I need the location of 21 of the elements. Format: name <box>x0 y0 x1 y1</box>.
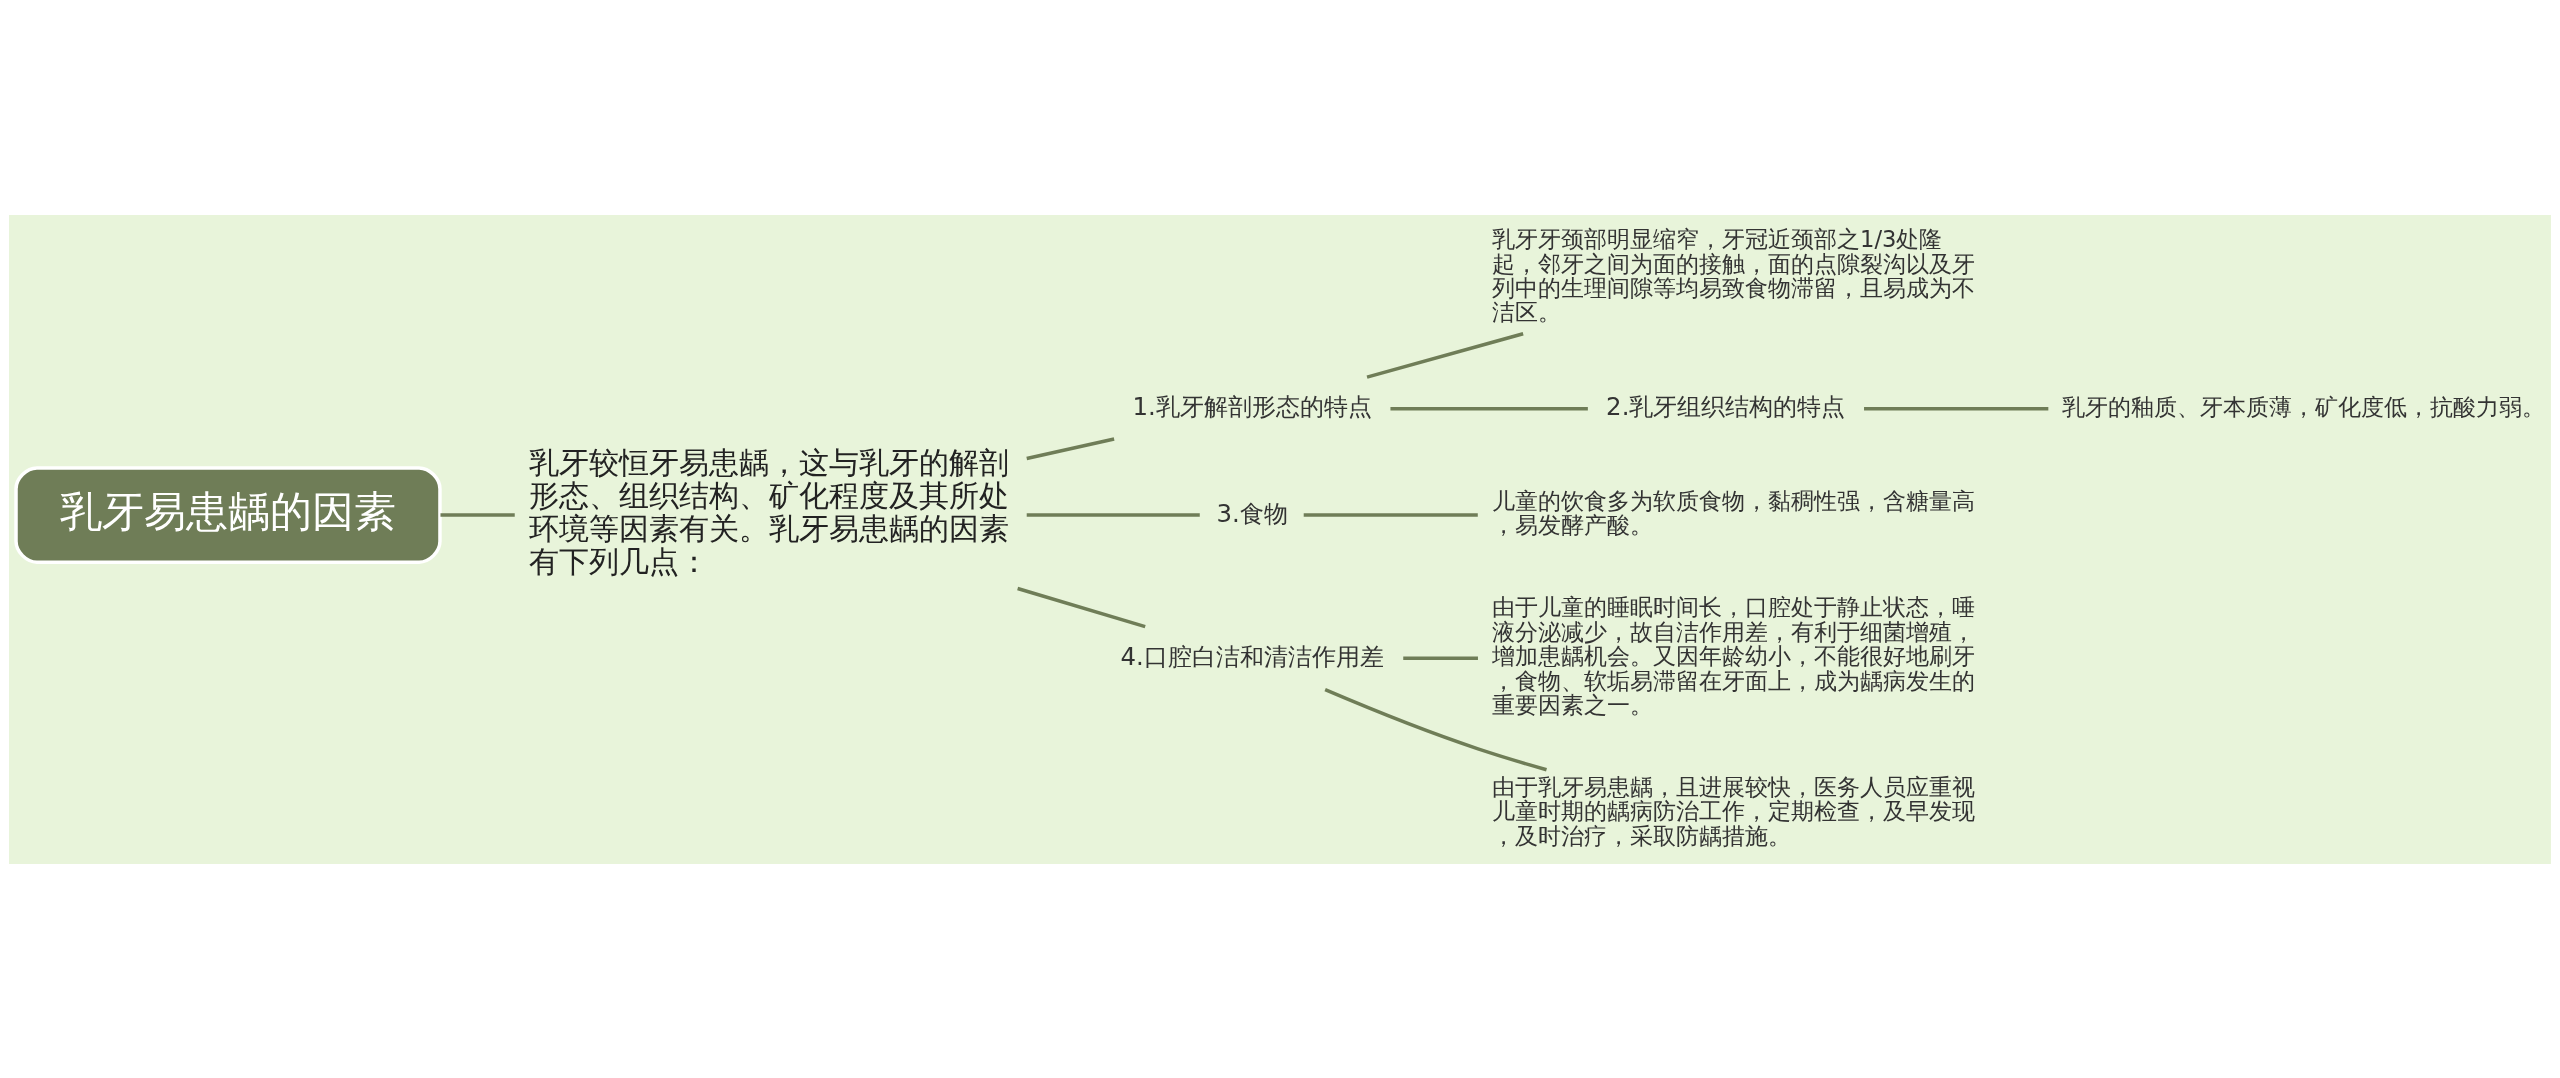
connector <box>440 512 515 517</box>
node-text: 乳牙牙颈部明显缩窄，牙冠近颈部之1/3处隆起，邻牙之间为面的接触，面的点隙裂沟以及牙列中的生理间隙等均易致食物滞留，且易成为不洁区。 <box>1491 225 1975 325</box>
node-text: 3.食物 <box>1216 498 1288 528</box>
node-text: 儿童的饮食多为软质食物，黏稠性强，含糖量高，易发酵产酸。 <box>1491 487 1975 538</box>
node-text: 4.口腔白洁和清洁作用差 <box>1120 641 1384 671</box>
connector <box>1026 512 1200 517</box>
node-text: 由于儿童的睡眠时间长，口腔处于静止状态，唾液分泌减少，故自洁作用差，有利于细菌增殖，增加患龋机会。又因年龄幼小，不能很好地刷牙，食物、软垢易滞留在牙面上，成为龋病发生的重要因素之一。 <box>1491 593 1975 718</box>
connector <box>1324 687 1547 771</box>
connector <box>1403 655 1478 660</box>
connector <box>1366 331 1524 379</box>
node-text: 乳牙较恒牙易患龋，这与乳牙的解剖形态、组织结构、矿化程度及其所处环境等因素有关。乳牙易患龋的因素有下列几点： <box>528 444 1009 579</box>
node-text: 由于乳牙易患龋，且进展较快，医务人员应重视儿童时期的龋病防治工作，定期检查，及早发现，及时治疗，采取防龋措施。 <box>1491 773 1975 849</box>
connector <box>1017 586 1146 628</box>
node-text: 2.乳牙组织结构的特点 <box>1606 391 1846 421</box>
node-text: 乳牙的釉质、牙本质薄，矿化度低，抗酸力弱。 <box>2062 393 2546 420</box>
node-text: 1.乳牙解剖形态的特点 <box>1132 391 1372 421</box>
node-box: 乳牙易患龋的因素 <box>14 465 442 564</box>
connector <box>1026 436 1115 460</box>
connector <box>1864 406 2049 410</box>
connector <box>1390 406 1588 410</box>
connector <box>1303 512 1478 517</box>
